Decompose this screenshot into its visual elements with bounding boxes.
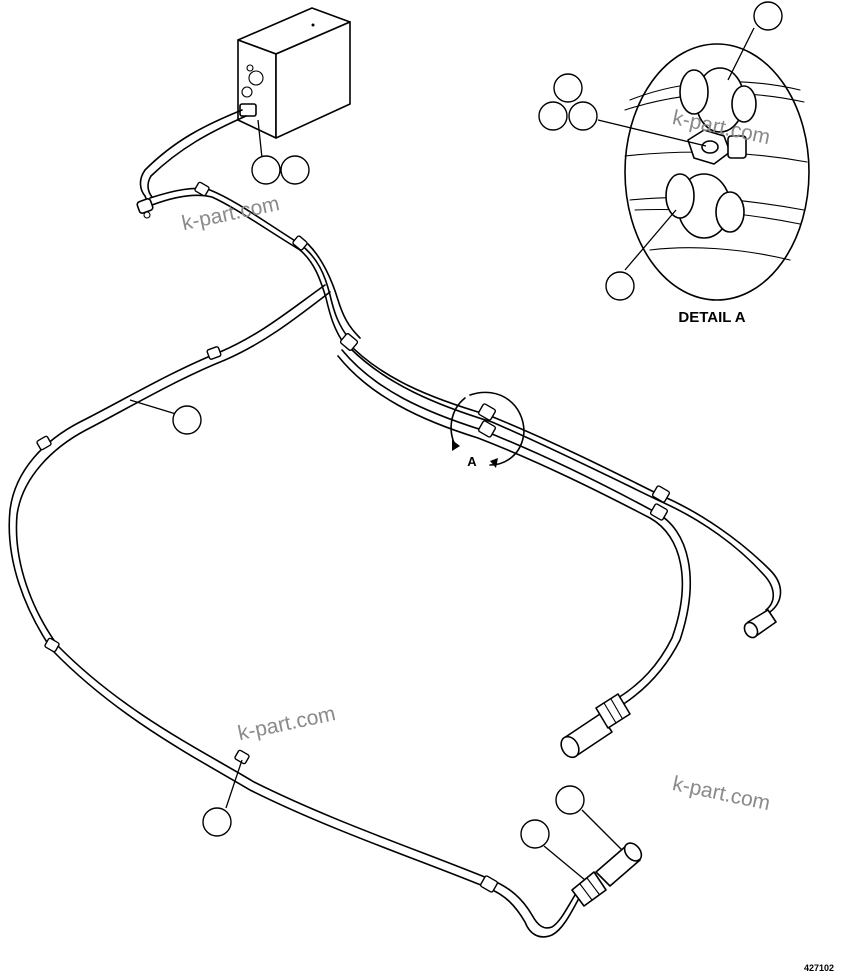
sensor-bottom (571, 842, 643, 907)
fitting-right-end (743, 609, 777, 639)
detail-title: DETAIL A (678, 309, 745, 326)
callout-balloon (520, 819, 550, 849)
callout-balloon (251, 155, 281, 185)
callout-balloon (568, 101, 598, 131)
hose-left-loop (8, 284, 579, 938)
sensor-middle (560, 693, 631, 759)
callout-balloon (172, 405, 202, 435)
view-marker-label: A (467, 454, 477, 469)
hose-box-to-trunk (139, 109, 361, 346)
detail-lower-clamp (665, 173, 745, 239)
detail-nut (687, 129, 747, 165)
callout-balloon (280, 155, 310, 185)
leader-lines (129, 27, 755, 881)
detail-a-view: DETAIL A (624, 43, 810, 326)
view-a-indicator: A (450, 391, 525, 469)
callout-balloon (753, 1, 783, 31)
drawing-number: 427102 (804, 963, 834, 973)
detail-upper-clamp (679, 67, 757, 133)
fitting-left-elbow (136, 198, 154, 219)
callout-balloon (553, 73, 583, 103)
callout-balloons (172, 1, 783, 849)
watermark-text: k-part.com (236, 702, 338, 745)
callout-balloon (555, 785, 585, 815)
hose-right-bundle (337, 339, 782, 706)
callout-balloon (538, 101, 568, 131)
watermark-text: k-part.com (670, 772, 772, 815)
callout-balloon (202, 807, 232, 837)
callout-balloon (605, 271, 635, 301)
hose-clips (36, 181, 671, 893)
control-box (237, 7, 351, 139)
